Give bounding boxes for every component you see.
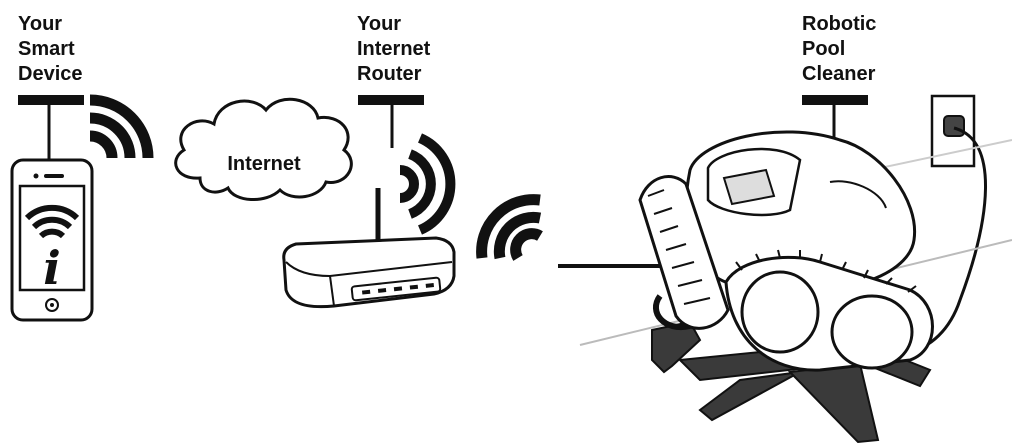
label-router-line-3: Router — [357, 63, 422, 85]
label-router-line-2: Internet — [357, 38, 431, 60]
wireless-signal-icon — [476, 194, 543, 261]
phone-app-glyph: i — [43, 241, 60, 295]
wall-line — [879, 139, 1012, 169]
cloud-label: Internet — [227, 153, 301, 175]
label-device-line-1: Your — [18, 13, 62, 35]
stand-hook — [652, 294, 691, 331]
cloud-icon: Internet — [174, 97, 353, 202]
label-router-line-1: Your — [357, 13, 401, 35]
label-bar — [18, 95, 84, 105]
label-cleaner-line-1: Robotic — [802, 13, 876, 35]
robotic-pool-cleaner-icon — [638, 130, 934, 372]
wireless-signal-icon — [399, 133, 456, 235]
wireless-signal-icon — [89, 94, 154, 159]
label-bar — [358, 95, 424, 105]
label-cleaner-line-2: Pool — [802, 38, 845, 60]
smartphone-icon: i — [10, 158, 94, 322]
label-device-line-3: Device — [18, 63, 83, 85]
label-bar — [802, 95, 868, 105]
router-icon — [282, 188, 456, 309]
label-cleaner-line-3: Cleaner — [802, 63, 876, 85]
label-smart-device: Your Smart Device — [18, 13, 84, 160]
label-device-line-2: Smart — [18, 38, 75, 60]
wifi-icon — [24, 204, 80, 239]
label-pool-cleaner: Robotic Pool Cleaner — [802, 13, 876, 160]
label-router: Your Internet Router — [357, 13, 431, 148]
